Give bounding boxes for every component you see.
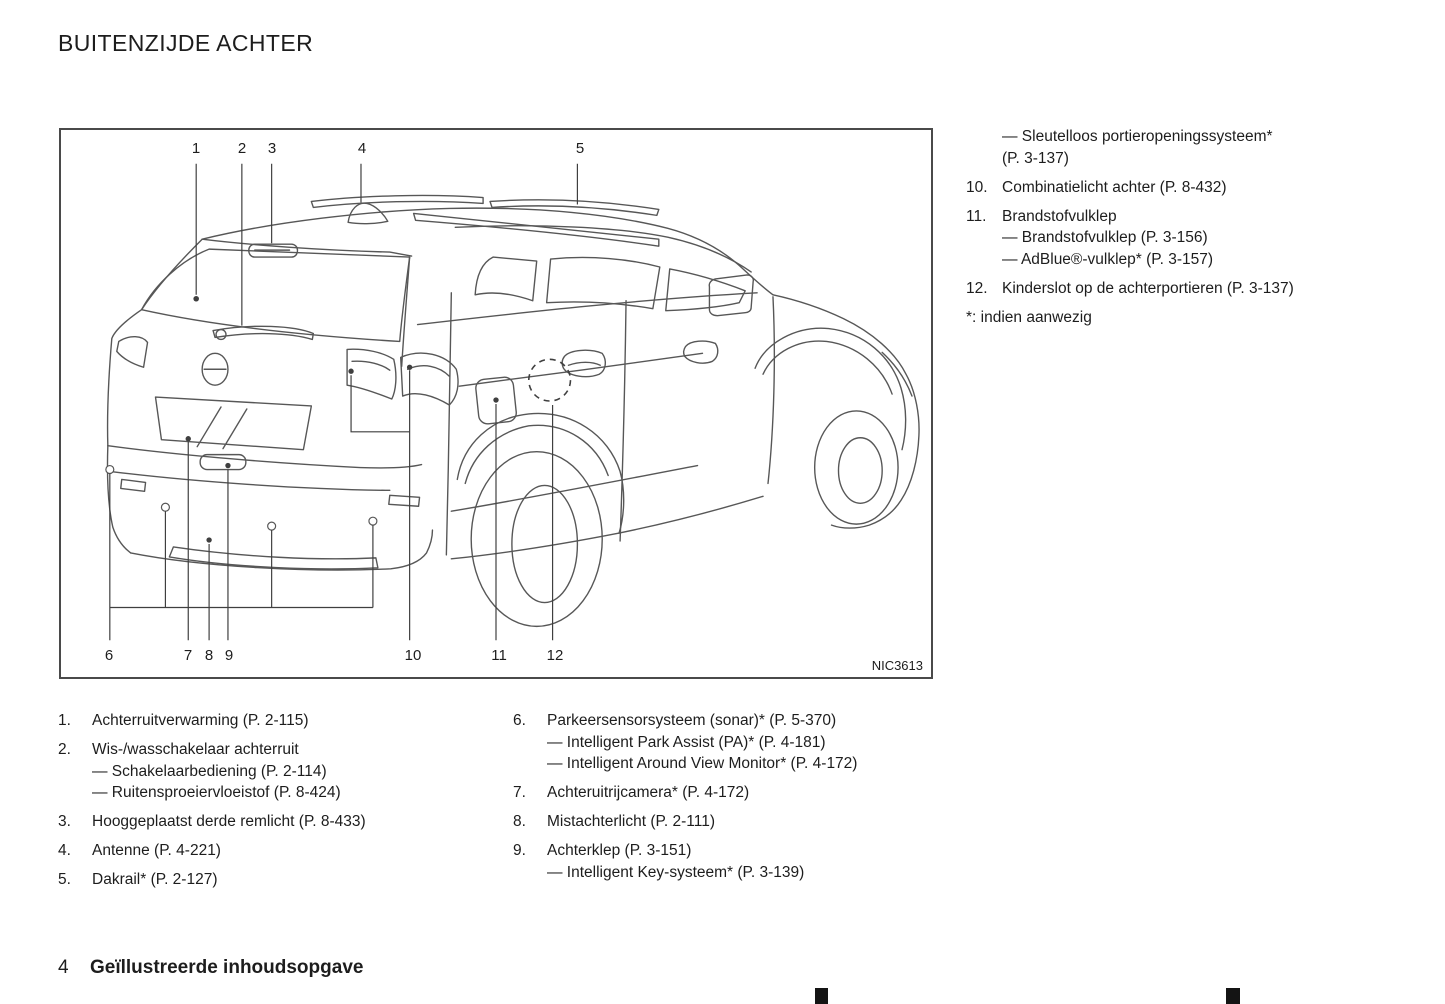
callout-2: 2 xyxy=(237,140,247,157)
legend-item-1: 1. Achterruitverwarming (P. 2-115) xyxy=(58,710,488,732)
legend-item-6: 6. Parkeersensorsysteem (sonar)* (P. 5-3… xyxy=(513,710,953,775)
legend-item-number: 6. xyxy=(513,712,526,729)
legend-item-number: 7. xyxy=(513,784,526,802)
legend-item-5: 5. Dakrail* (P. 2-127) xyxy=(58,869,488,891)
legend-item-4: 4. Antenne (P. 4-221) xyxy=(58,840,488,862)
callout-11: 11 xyxy=(491,647,507,664)
legend-item-8: 8. Mistachterlicht (P. 2-111) xyxy=(513,811,953,833)
callout-9: 9 xyxy=(224,647,234,664)
callout-leader-lines xyxy=(105,163,579,641)
legend-item-number: 2. xyxy=(58,740,71,758)
legend-item-text: Dakrail* (P. 2-127) xyxy=(92,871,218,889)
legend-subitem: — Brandstofvulklep (P. 3-156) xyxy=(1002,229,1208,247)
legend-item-text: Mistachterlicht (P. 2-111) xyxy=(547,813,715,831)
legend-item-number: 9. xyxy=(513,842,526,860)
legend-item-12: 12. Kinderslot op de achterportieren (P.… xyxy=(966,278,1406,300)
car-line-drawing xyxy=(105,163,920,641)
callout-3: 3 xyxy=(267,140,277,157)
legend-subitem: — Schakelaarbediening (P. 2-114) xyxy=(92,762,327,780)
legend-item-text: Achterruitverwarming (P. 2-115) xyxy=(92,712,309,729)
legend-item-text: Wis-/wasschakelaar achterruit xyxy=(92,740,299,758)
legend-item-number: 3. xyxy=(58,813,71,831)
rear-exterior-diagram: 1 2 3 4 5 6 7 8 9 10 11 12 NIC3613 xyxy=(59,128,933,679)
legend-item-number: 4. xyxy=(58,842,71,860)
legend-subitem: — Sleutelloos portieropeningssysteem* xyxy=(1002,128,1273,145)
legend-subitem: — Intelligent Around View Monitor* (P. 4… xyxy=(547,755,858,773)
legend-item-number: 1. xyxy=(58,712,71,729)
legend-left-column: 1. Achterruitverwarming (P. 2-115) 2. Wi… xyxy=(58,710,488,898)
legend-item-text: Brandstofvulklep xyxy=(1002,207,1117,225)
legend-item-2: 2. Wis-/wasschakelaar achterruit — Schak… xyxy=(58,739,488,804)
callout-8: 8 xyxy=(204,647,214,664)
legend-item-text: Achterklep (P. 3-151) xyxy=(547,842,692,860)
callout-4: 4 xyxy=(357,140,367,157)
callout-12: 12 xyxy=(546,647,564,664)
callout-7: 7 xyxy=(183,647,193,664)
figure-code: NIC3613 xyxy=(871,658,923,673)
legend-item-9: 9. Achterklep (P. 3-151) — Intelligent K… xyxy=(513,840,953,883)
legend-item-11: 11. Brandstofvulklep — Brandstofvulklep … xyxy=(966,206,1406,271)
legend-subitem: — Ruitensproeiervloeistof (P. 8-424) xyxy=(92,784,341,802)
legend-item-3: 3. Hooggeplaatst derde remlicht (P. 8-43… xyxy=(58,811,488,833)
legend-item-7: 7. Achteruitrijcamera* (P. 4-172) xyxy=(513,782,953,804)
legend-item-number: 8. xyxy=(513,813,526,831)
section-title: Geïllustreerde inhoudsopgave xyxy=(90,957,364,978)
legend-item-number: 10. xyxy=(966,178,988,196)
page-footer: 4 Geïllustreerde inhoudsopgave xyxy=(58,957,363,979)
legend-item-text: Kinderslot op de achterportieren (P. 3-1… xyxy=(1002,279,1294,297)
legend-right-column: — Sleutelloos portieropeningssysteem* (P… xyxy=(966,126,1406,328)
asterisk-footnote: *: indien aanwezig xyxy=(966,308,1092,326)
car-body-art xyxy=(106,194,920,628)
callout-5: 5 xyxy=(575,140,585,157)
page-title: BUITENZIJDE ACHTER xyxy=(58,30,314,56)
legend-subitem: — Intelligent Key-systeem* (P. 3-139) xyxy=(547,863,805,881)
legend-item-text: Hooggeplaatst derde remlicht (P. 8-433) xyxy=(92,813,366,831)
print-registration-mark xyxy=(1226,988,1240,1004)
legend-item-number: 12. xyxy=(966,279,988,297)
legend-item-text: Antenne (P. 4-221) xyxy=(92,842,221,860)
legend-subitem: — AdBlue®-vulklep* (P. 3-157) xyxy=(1002,250,1214,268)
callout-10: 10 xyxy=(404,647,422,664)
legend-item-text: Combinatielicht achter (P. 8-432) xyxy=(1002,178,1227,196)
legend-item-9-continuation: — Sleutelloos portieropeningssysteem* (P… xyxy=(966,126,1406,169)
legend-item-text: Parkeersensorsysteem (sonar)* (P. 5-370) xyxy=(547,712,837,729)
child-lock-highlight-circle xyxy=(527,358,572,402)
print-registration-mark xyxy=(815,988,828,1004)
legend-item-number xyxy=(966,126,1002,169)
page-number: 4 xyxy=(58,957,69,978)
legend-item-10: 10. Combinatielicht achter (P. 8-432) xyxy=(966,177,1406,199)
legend-subitem: (P. 3-137) xyxy=(1002,149,1069,167)
legend-item-number: 5. xyxy=(58,871,71,889)
legend-middle-column: 6. Parkeersensorsysteem (sonar)* (P. 5-3… xyxy=(513,710,953,891)
legend-item-number: 11. xyxy=(966,207,987,225)
callout-6: 6 xyxy=(104,647,114,664)
legend-subitem: — Intelligent Park Assist (PA)* (P. 4-18… xyxy=(547,733,826,751)
legend-item-text: Achteruitrijcamera* (P. 4-172) xyxy=(547,784,750,802)
callout-1: 1 xyxy=(191,140,201,157)
